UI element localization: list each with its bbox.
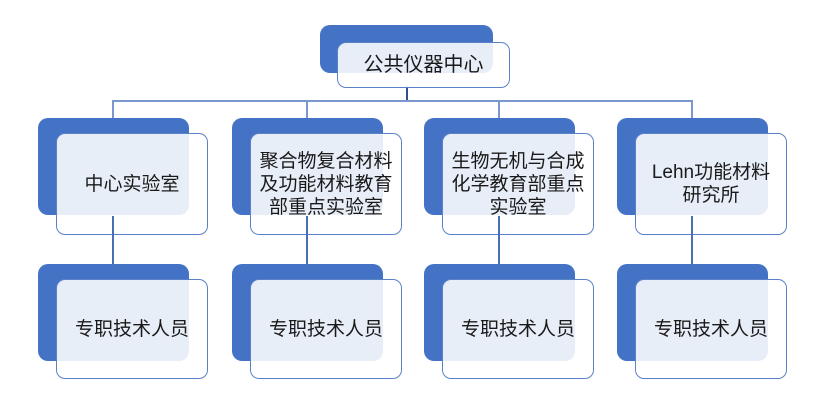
connector-drop-dept-1 [112, 100, 114, 119]
org-node-staff-2-label: 专职技术人员 [268, 318, 383, 340]
org-node-dept-1-box[interactable]: 中心实验室 [56, 133, 208, 235]
connector-drop-dept-3 [498, 100, 500, 119]
connector-root-stub [406, 86, 408, 101]
connector-drop-dept-4 [691, 100, 693, 119]
org-node-dept-3-label: 生物无机与合成化学教育部重点实验室 [451, 150, 585, 218]
org-node-dept-2-label: 聚合物复合材料及功能材料教育部重点实验室 [259, 150, 393, 218]
org-node-staff-3-label: 专职技术人员 [460, 318, 575, 340]
org-node-dept-2-box[interactable]: 聚合物复合材料及功能材料教育部重点实验室 [250, 133, 402, 235]
org-node-staff-3-box[interactable]: 专职技术人员 [442, 279, 594, 379]
org-node-root-box[interactable]: 公共仪器中心 [337, 42, 510, 88]
connector-dept-staff-3 [498, 216, 500, 265]
connector-rail [112, 100, 693, 102]
org-node-dept-4-box[interactable]: Lehn功能材料研究所 [635, 133, 787, 235]
org-node-dept-3-box[interactable]: 生物无机与合成化学教育部重点实验室 [442, 133, 594, 235]
connector-dept-staff-2 [306, 216, 308, 265]
org-node-staff-1-label: 专职技术人员 [74, 318, 189, 340]
connector-dept-staff-1 [112, 216, 114, 265]
org-node-dept-4-label: Lehn功能材料研究所 [651, 162, 771, 206]
org-node-root-label: 公共仪器中心 [363, 54, 484, 76]
connector-drop-dept-2 [306, 100, 308, 119]
org-node-staff-4-label: 专职技术人员 [653, 318, 768, 340]
org-node-staff-4-box[interactable]: 专职技术人员 [635, 279, 787, 379]
org-node-dept-1-label: 中心实验室 [84, 173, 180, 195]
org-node-staff-1-box[interactable]: 专职技术人员 [56, 279, 208, 379]
org-node-staff-2-box[interactable]: 专职技术人员 [250, 279, 402, 379]
connector-dept-staff-4 [691, 216, 693, 265]
